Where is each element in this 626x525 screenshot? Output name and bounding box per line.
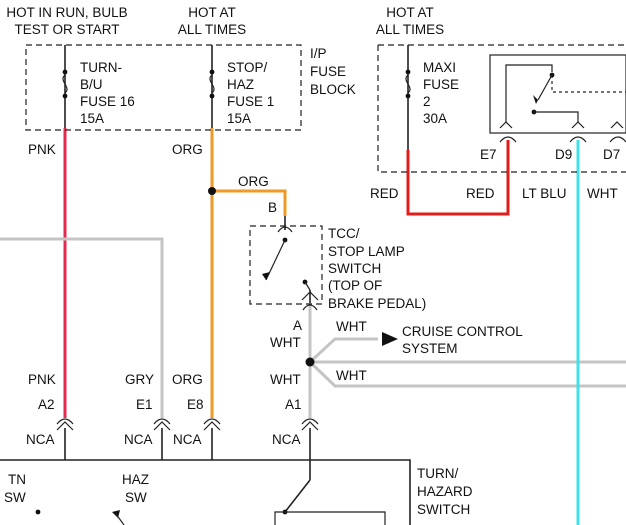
wire-label-wht-node: WHT: [270, 372, 301, 387]
fuse16-line4: 15A: [80, 111, 104, 126]
hot-all-times-2-line1: HOT AT: [386, 5, 434, 20]
connector-e1-label: E1: [136, 397, 153, 412]
wire-wht-upper: [308, 337, 378, 364]
nca-label-1: NCA: [26, 432, 55, 447]
haz-switch-contact: [112, 510, 125, 525]
wire-org-branch: [212, 189, 287, 216]
wire-label-gry-bottom: GRY: [125, 372, 154, 387]
haz-sw-label-1: HAZ: [122, 472, 149, 487]
nca-connector-a1: [301, 418, 319, 431]
wire-label-wht-upper: WHT: [336, 319, 367, 334]
tcc-stop-lamp-switch: [249, 225, 323, 311]
wire-label-pnk-bottom: PNK: [28, 372, 56, 387]
wire-label-wht-lower: WHT: [336, 368, 367, 383]
wire-label-red-left: RED: [370, 186, 399, 201]
fuse16-line1: TURN-: [80, 60, 122, 75]
hot-all-times-1-line1: HOT AT: [188, 5, 236, 20]
maxi-line1: MAXI: [423, 60, 456, 75]
nca-label-4: NCA: [272, 432, 301, 447]
connector-e8-label: E8: [187, 397, 204, 412]
wire-red: [406, 140, 510, 216]
connector-d9-label: D9: [555, 147, 572, 162]
nca-connector-e1: [153, 418, 171, 431]
nca-connector-a2: [56, 418, 74, 431]
turn-hazard-label-3: SWITCH: [417, 502, 470, 517]
wire-wht-bottom: [308, 360, 626, 388]
maxi-line2: FUSE: [423, 77, 459, 92]
fuse-16-symbol: [62, 69, 68, 99]
connector-e7-label: E7: [480, 147, 497, 162]
maxi-fuse-symbol: [405, 69, 411, 99]
haz-sw-label-2: SW: [125, 490, 147, 505]
fuse-1-symbol: [209, 69, 215, 99]
wire-label-pnk-top: PNK: [28, 142, 56, 157]
connector-d7-symbol: [609, 136, 626, 143]
wire-label-red-right: RED: [466, 186, 495, 201]
maxi-line3: 2: [423, 94, 431, 109]
ip-fuse-block-label-1: I/P: [310, 46, 327, 61]
maxi-fuse-block-outline: [377, 44, 626, 173]
hot-all-times-2-line2: ALL TIMES: [376, 22, 444, 37]
wire-label-org-branch: ORG: [238, 174, 269, 189]
wire-label-wht-a: WHT: [270, 335, 301, 350]
hot-run-label-1: HOT IN RUN, BULB: [6, 5, 127, 20]
connector-a1-label: A1: [285, 397, 302, 412]
fuse1-line3: FUSE 1: [227, 94, 274, 109]
connector-a-label: A: [293, 318, 302, 333]
connector-b-label: B: [268, 200, 277, 215]
wire-label-org-bottom: ORG: [172, 372, 203, 387]
wire-label-wht-right: WHT: [587, 186, 618, 201]
ip-fuse-block-label-2: FUSE: [310, 64, 346, 79]
fuse1-line2: HAZ: [227, 77, 254, 92]
ip-fuse-block-label-3: BLOCK: [310, 82, 356, 97]
connector-d9-symbol: [569, 136, 587, 143]
cruise-control-arrow: [382, 332, 398, 346]
fuse1-line1: STOP/: [227, 60, 268, 75]
wire-gry-left: [0, 237, 164, 418]
fuse1-line4: 15A: [227, 111, 251, 126]
wire-label-org-top: ORG: [172, 142, 203, 157]
nca-label-2: NCA: [124, 432, 153, 447]
tcc-label-1: TCC/: [328, 226, 360, 241]
nca-connector-e8: [203, 418, 221, 431]
connector-d7-label: D7: [603, 147, 620, 162]
nca-label-3: NCA: [173, 432, 202, 447]
wht-splice-dot: [305, 357, 315, 367]
cruise-control-label-2: SYSTEM: [402, 341, 458, 356]
org-splice-dot: [208, 187, 216, 195]
tn-sw-label-2: SW: [4, 490, 26, 505]
tcc-label-2: STOP LAMP: [328, 244, 405, 259]
tcc-label-5: BRAKE PEDAL): [328, 296, 426, 311]
maxi-line4: 30A: [423, 111, 447, 126]
connector-e7-symbol: [499, 136, 517, 143]
turn-hazard-label-1: TURN/: [417, 466, 458, 481]
tn-switch-contact: [35, 509, 41, 515]
connector-a2-label: A2: [38, 397, 55, 412]
tn-sw-label-1: TN: [8, 472, 26, 487]
fuse16-line3: FUSE 16: [80, 94, 135, 109]
wire-label-lt-blu: LT BLU: [522, 186, 567, 201]
hot-all-times-1-line2: ALL TIMES: [178, 22, 246, 37]
fuse16-line2: B/U: [80, 77, 103, 92]
relay-box: [489, 54, 626, 134]
tcc-label-4: (TOP OF: [328, 278, 382, 293]
turn-hazard-switch-outline: [0, 459, 411, 525]
tcc-label-3: SWITCH: [328, 261, 381, 276]
turn-hazard-label-2: HAZARD: [417, 484, 473, 499]
hot-run-label-2: TEST OR START: [14, 22, 119, 37]
cruise-control-label-1: CRUISE CONTROL: [402, 324, 523, 339]
turn-switch-contact: [274, 460, 386, 525]
